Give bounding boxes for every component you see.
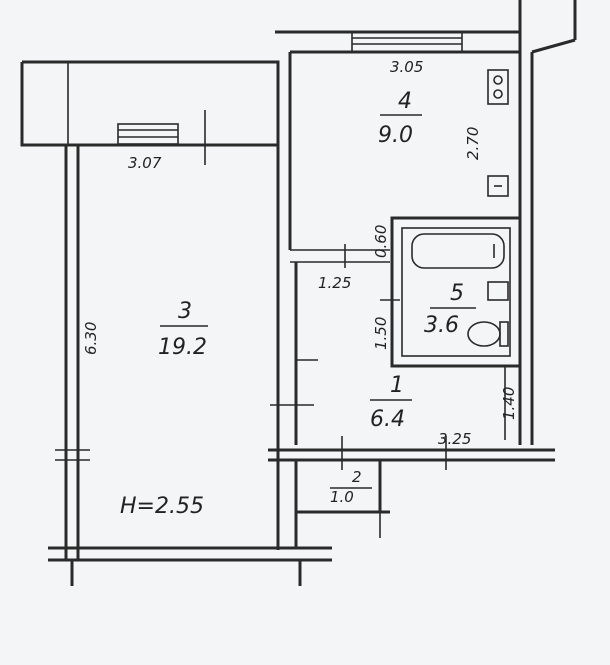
kitchen-depth-label: 2.70 (464, 127, 482, 160)
bathtub-icon (411, 233, 505, 269)
room-2-area: 1.0 (330, 488, 354, 506)
room-2-number: 2 (352, 468, 362, 486)
window-top (351, 31, 463, 53)
room-width-label: 3.07 (128, 154, 162, 172)
bath-gap-label: 0.60 (372, 225, 390, 258)
room-5-number: 5 (450, 281, 464, 306)
sink-icon (487, 175, 509, 197)
window-left (117, 110, 206, 165)
dimension-ticks (341, 244, 506, 470)
ceiling-height-label: H=2.55 (120, 494, 204, 519)
hall-width-label: 1.25 (318, 274, 351, 292)
hall-length-label: 3.25 (438, 430, 471, 448)
room-4-number: 4 (398, 89, 412, 114)
room-1-number: 1 (390, 373, 404, 398)
room-5-area: 3.6 (424, 313, 459, 338)
walls (20, 0, 577, 586)
kitchen-width-label: 3.05 (390, 58, 423, 76)
room-depth-label: 6.30 (82, 322, 100, 355)
room-3-number: 3 (178, 299, 192, 324)
bath-depth-label: 1.50 (372, 317, 390, 350)
toilet-icon (467, 321, 509, 347)
room-1-area: 6.4 (370, 407, 405, 432)
stove-icon (487, 69, 509, 105)
room-3-area: 19.2 (158, 335, 207, 360)
room-4-area: 9.0 (378, 123, 413, 148)
washbasin-icon (487, 281, 509, 301)
hall-depth-label: 1.40 (500, 387, 518, 420)
